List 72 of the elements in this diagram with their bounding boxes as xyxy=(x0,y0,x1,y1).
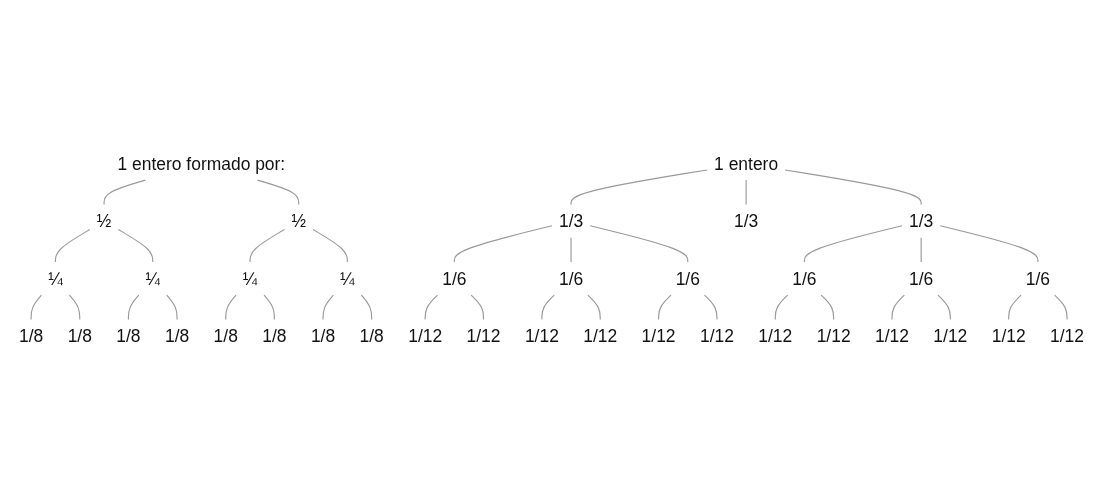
node-text: 1/8 xyxy=(67,326,92,346)
connector xyxy=(424,294,439,321)
node-text: 1/6 xyxy=(1025,269,1050,289)
connector xyxy=(1054,294,1068,321)
connector xyxy=(541,294,555,321)
node-text: 1/3 xyxy=(558,211,584,231)
node-text: 1 entero xyxy=(714,154,779,174)
connector xyxy=(360,294,373,321)
node-text: 1/6 xyxy=(792,269,817,289)
node-text: 1/6 xyxy=(909,269,934,289)
connector xyxy=(587,294,601,321)
node-text: 1/12 xyxy=(1050,326,1084,346)
connector xyxy=(312,229,348,263)
node-text: 1/3 xyxy=(733,211,759,231)
connector xyxy=(68,294,81,321)
node-text: 1/8 xyxy=(164,326,190,346)
node-text: 1/8 xyxy=(116,326,141,346)
node-text: 1/12 xyxy=(991,326,1026,346)
connector xyxy=(1008,294,1022,321)
node-text: 1/3 xyxy=(909,211,934,231)
connector xyxy=(453,225,553,263)
connector xyxy=(937,294,951,321)
connector xyxy=(470,294,485,321)
node-text: 1/12 xyxy=(583,326,618,346)
connector xyxy=(127,294,140,321)
node-text: 1 entero formado por: xyxy=(117,154,286,174)
connector xyxy=(322,294,334,321)
connector xyxy=(589,225,689,263)
connector xyxy=(745,179,747,206)
connector xyxy=(117,229,154,263)
connector xyxy=(658,294,672,321)
connector xyxy=(570,237,572,263)
node-text: ¼ xyxy=(145,269,161,289)
node-text: 1/6 xyxy=(675,269,700,289)
node-text: 1/8 xyxy=(213,326,238,346)
connector xyxy=(54,229,91,263)
connector xyxy=(920,237,922,263)
connector xyxy=(166,294,178,321)
connector xyxy=(803,225,903,263)
node-text: 1/12 xyxy=(641,326,676,346)
connector xyxy=(103,179,146,206)
connector xyxy=(263,294,275,321)
node-text: 1/12 xyxy=(524,326,559,346)
node-text: 1/12 xyxy=(408,326,443,346)
connector xyxy=(249,229,285,263)
node-text: 1/6 xyxy=(442,269,467,289)
node-text: 1/12 xyxy=(466,326,501,346)
node-text: 1/12 xyxy=(816,326,851,346)
connector xyxy=(256,179,300,206)
node-text: ¼ xyxy=(340,269,355,289)
node-text: 1/12 xyxy=(758,326,793,346)
connector xyxy=(820,294,835,321)
node-text: 1/8 xyxy=(310,326,336,346)
node-text: 1/8 xyxy=(18,326,44,346)
connector xyxy=(891,294,905,321)
node-text: ¼ xyxy=(242,269,258,289)
node-text: ½ xyxy=(96,211,112,231)
node-text: 1/6 xyxy=(558,269,584,289)
node-text: 1/12 xyxy=(699,326,734,346)
connector xyxy=(774,294,789,321)
connector xyxy=(784,169,922,206)
node-text: 1/8 xyxy=(359,326,384,346)
connector xyxy=(704,294,718,321)
connector xyxy=(570,169,708,206)
connector xyxy=(939,225,1039,263)
connector xyxy=(30,294,42,321)
node-text: 1/8 xyxy=(262,326,287,346)
node-text: 1/12 xyxy=(875,326,909,346)
node-text: 1/12 xyxy=(933,326,968,346)
node-text: ¼ xyxy=(48,269,63,289)
connector xyxy=(225,294,237,321)
node-text: ½ xyxy=(291,211,306,231)
